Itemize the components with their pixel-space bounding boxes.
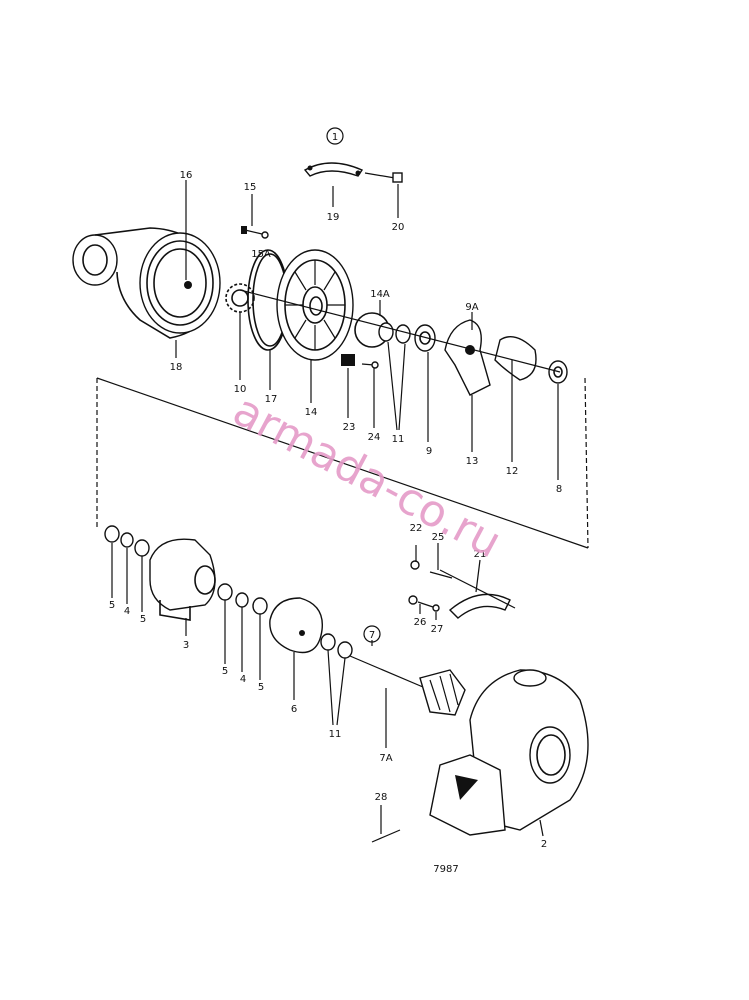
label-16: 16 — [180, 170, 193, 181]
label-6: 6 — [291, 704, 297, 715]
plate-12 — [494, 336, 537, 381]
label-11-top: 11 — [392, 434, 405, 445]
label-25: 25 — [432, 532, 445, 543]
shaft-gear-7a — [349, 655, 466, 716]
label-14: 14 — [305, 407, 318, 418]
label-27: 27 — [431, 624, 444, 635]
leader-lines — [111, 180, 559, 837]
label-13: 13 — [466, 456, 479, 467]
label-10: 10 — [234, 384, 247, 395]
drum-6 — [269, 597, 324, 654]
gear-10 — [225, 283, 255, 313]
label-8: 8 — [556, 484, 562, 495]
label-5a: 5 — [109, 600, 115, 611]
label-5d: 5 — [258, 682, 264, 693]
label-28: 28 — [375, 792, 388, 803]
clamp-21-group — [408, 560, 516, 619]
block-23-screw-24 — [341, 354, 379, 369]
label-4b: 4 — [240, 674, 246, 685]
label-19: 19 — [327, 212, 340, 223]
stud-28 — [371, 829, 401, 843]
label-22: 22 — [410, 523, 423, 534]
label-4a: 4 — [124, 606, 130, 617]
label-12: 12 — [506, 466, 519, 477]
part-labels: 16 15 15A 18 10 17 14 14A 23 24 11 9 9A … — [109, 170, 562, 875]
label-26: 26 — [414, 617, 427, 628]
label-15a: 15A — [251, 249, 271, 260]
label-5c: 5 — [222, 666, 228, 677]
label-11-lower: 11 — [329, 729, 342, 740]
pump-housing-18 — [72, 227, 221, 339]
svg-text:7: 7 — [369, 630, 375, 641]
label-24: 24 — [368, 432, 381, 443]
circled-ref-1: 1 — [326, 127, 344, 145]
label-7a: 7A — [379, 753, 392, 764]
bearing-housing-3 — [149, 538, 216, 621]
screw-15 — [241, 226, 269, 239]
impeller-14 — [276, 249, 354, 361]
figure-number: 7987 — [433, 864, 458, 875]
label-9: 9 — [426, 446, 432, 457]
connector-lines — [96, 289, 589, 549]
clamp-19-and-bolt-20 — [303, 162, 403, 183]
label-9a: 9A — [465, 302, 478, 313]
label-5b: 5 — [140, 614, 146, 625]
seals-11-top — [378, 322, 411, 344]
cam-13 — [444, 319, 491, 396]
pump-body-2 — [429, 669, 589, 836]
label-21: 21 — [474, 549, 487, 560]
svg-text:1: 1 — [332, 132, 338, 143]
circled-ref-7: 7 — [363, 625, 381, 643]
label-15: 15 — [244, 182, 257, 193]
label-2: 2 — [541, 839, 547, 850]
shaft-seal-stack-left — [104, 525, 150, 557]
label-3: 3 — [183, 640, 189, 651]
label-23: 23 — [343, 422, 356, 433]
watermark: armada-co.ru — [225, 385, 510, 569]
label-20: 20 — [392, 222, 405, 233]
seals-11-lower — [320, 633, 353, 659]
label-18: 18 — [170, 362, 183, 373]
label-14a: 14A — [370, 289, 390, 300]
label-17: 17 — [265, 394, 278, 405]
